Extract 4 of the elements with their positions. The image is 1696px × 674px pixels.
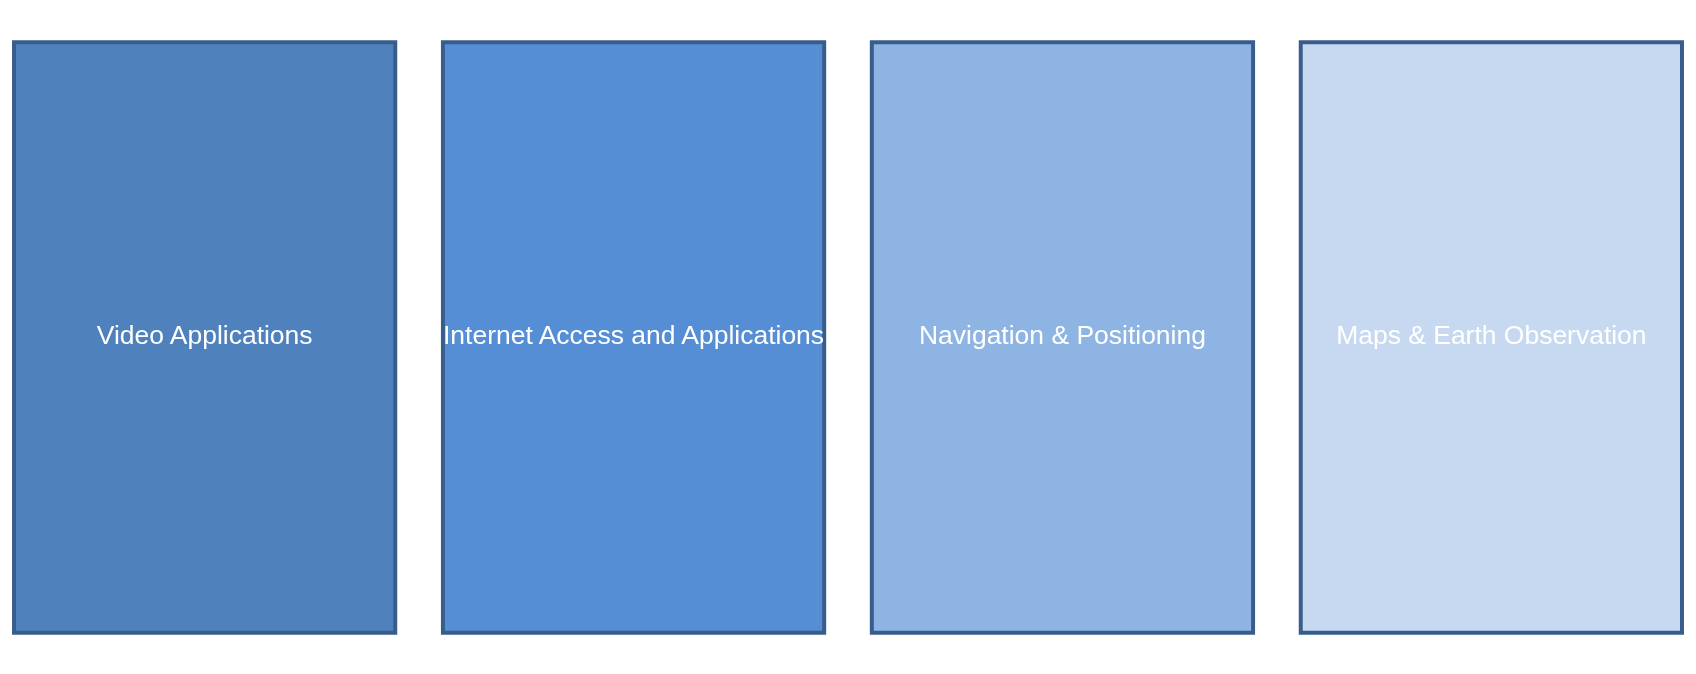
node-box: Maps & Earth Observation — [1298, 39, 1684, 635]
node-box: Internet Access and Applications — [440, 39, 827, 635]
node-box: Video Applications — [12, 39, 398, 635]
node-box: Navigation & Positioning — [869, 39, 1256, 635]
